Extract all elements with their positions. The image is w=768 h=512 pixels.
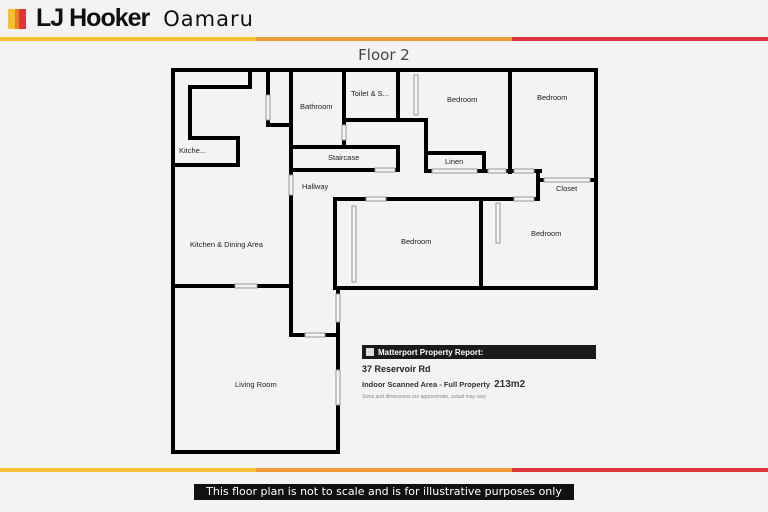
- logo: LJ Hooker Oamaru: [8, 4, 254, 33]
- address: 37 Reservoir Rd: [362, 364, 431, 374]
- room-label: Kitche...: [179, 146, 206, 155]
- room-label: Staircase: [328, 153, 359, 162]
- property-report: Matterport Property Report: 37 Reservoir…: [362, 345, 596, 400]
- room-label: Hallway: [302, 182, 329, 191]
- floor-title: Floor 2: [358, 46, 410, 64]
- room-label: Living Room: [235, 380, 277, 389]
- house-icon: [366, 348, 374, 356]
- report-heading-text: Matterport Property Report:: [378, 347, 484, 357]
- office-name: Oamaru: [163, 6, 254, 31]
- top-color-bar: [0, 37, 768, 41]
- logo-mark: [8, 8, 26, 29]
- report-heading: Matterport Property Report:: [362, 345, 596, 359]
- room-label: Closet: [556, 184, 578, 193]
- room-label: Toilet & S...: [351, 89, 389, 98]
- area-label: Indoor Scanned Area - Full Property: [362, 380, 491, 389]
- room-label: Bedroom: [537, 93, 567, 102]
- room-label: Bedroom: [447, 95, 477, 104]
- room-label: Linen: [445, 157, 463, 166]
- room-label: Bedroom: [401, 237, 431, 246]
- brand-name: LJ Hooker: [36, 4, 150, 32]
- area-value: 213m2: [494, 379, 526, 390]
- doors: [234, 74, 591, 406]
- disclaimer-note: Sizes and dimensions are approximate, ac…: [362, 394, 486, 400]
- bottom-color-bar: [0, 468, 768, 472]
- footer-caption: This floor plan is not to scale and is f…: [194, 484, 574, 500]
- room-label: Kitchen & Dining Area: [190, 240, 264, 249]
- room-label: Bathroom: [300, 102, 333, 111]
- room-label: Bedroom: [531, 229, 561, 238]
